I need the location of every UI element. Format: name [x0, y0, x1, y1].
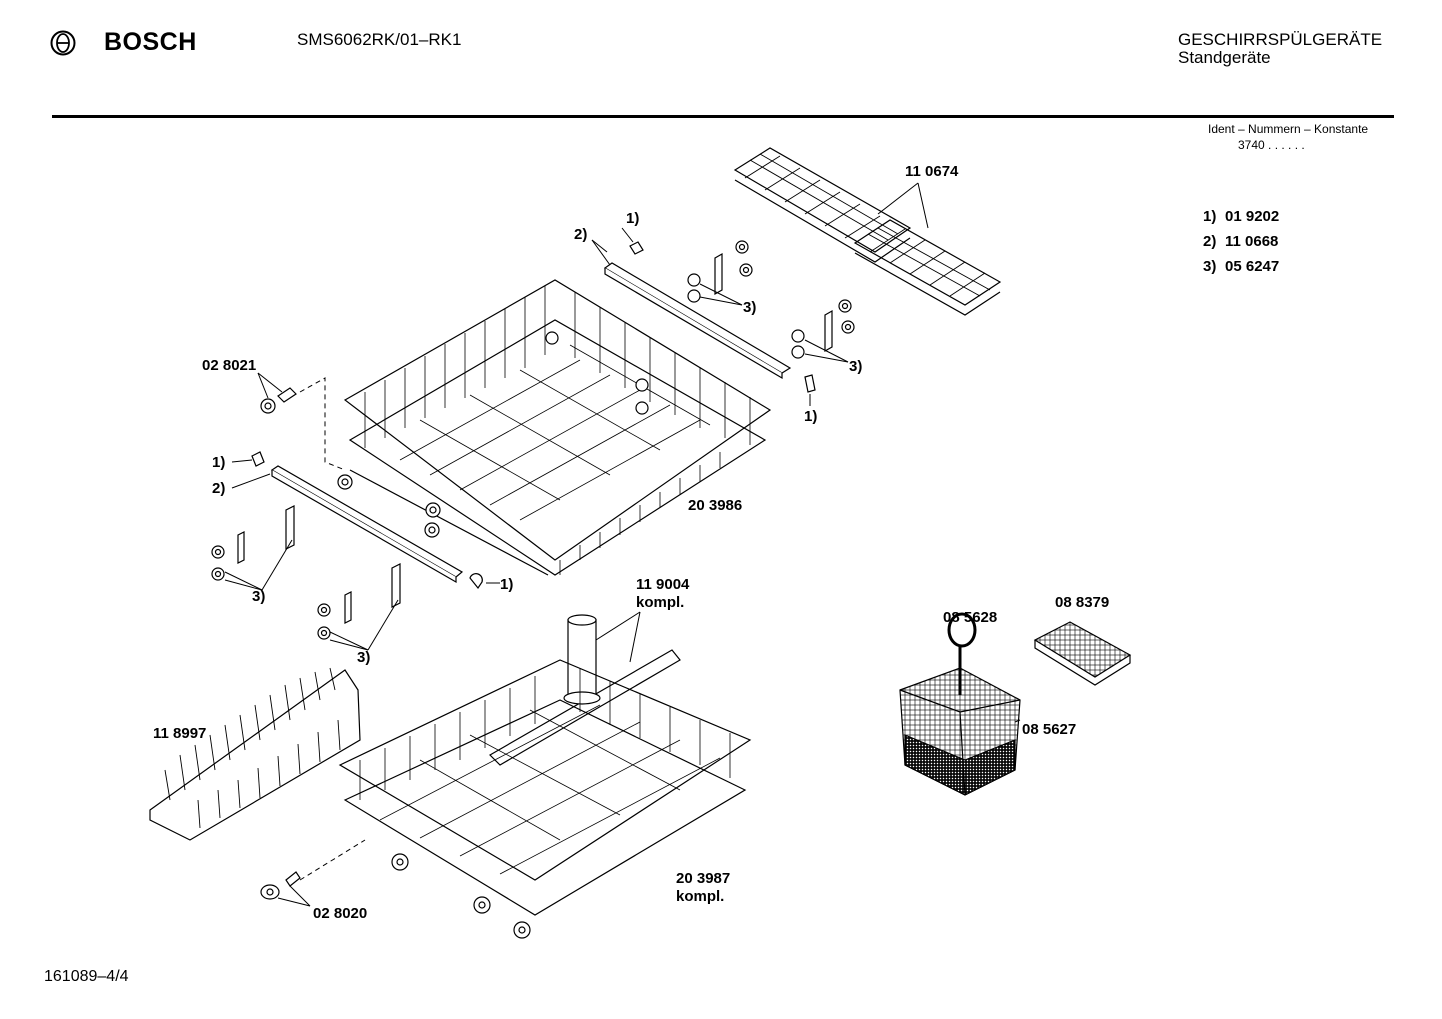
plate-rack-insert: [149, 667, 361, 841]
callout-2-top: 2): [574, 226, 588, 243]
cutlery-rack-upper-part: [733, 147, 912, 263]
rail-left: [270, 465, 464, 584]
category-title: GESCHIRRSPÜLGERÄTE: [1178, 30, 1383, 49]
label-088379: 08 8379: [1055, 594, 1110, 611]
label-085627: 08 5627: [1022, 721, 1077, 738]
callout-1-left: 1): [212, 454, 226, 471]
cutlery-rack-lower-part: [853, 219, 1002, 316]
label-118997: 11 8997: [153, 725, 207, 742]
doc-id: 161089–4/4: [44, 968, 129, 985]
legend-value-2: 11 0668: [1225, 233, 1279, 250]
callout-1-bottom: 1): [500, 576, 514, 593]
stop-1-left: [251, 451, 265, 467]
cutlery-basket-lid: [1033, 621, 1132, 686]
label-028021: 02 8021: [202, 357, 257, 374]
legend-value-3: 05 6247: [1225, 258, 1280, 275]
label-110674: 11 0674: [905, 163, 959, 180]
callout-3-a: 3): [743, 299, 757, 316]
bracket-set-b: [791, 299, 855, 359]
legend-key-3: 3): [1203, 258, 1217, 275]
callout-3-b: 3): [849, 358, 863, 375]
callout-1-right: 1): [804, 408, 818, 425]
bosch-logo-icon: [50, 30, 76, 61]
stop-1-top: [629, 241, 644, 255]
wheel-028020: [260, 871, 301, 900]
legend-key-2: 2): [1203, 233, 1217, 250]
legend-value-1: 01 9202: [1225, 208, 1280, 225]
upper-basket-wheels: [337, 331, 649, 538]
legend-key-1: 1): [1203, 208, 1217, 225]
bracket-set-a: [687, 240, 753, 303]
bracket-set-d: [317, 563, 401, 640]
bracket-set-c: [211, 505, 295, 581]
wheel-028021: [260, 387, 297, 414]
callout-3-left-a: 3): [252, 588, 266, 605]
label-203987-kompl: kompl.: [676, 888, 725, 905]
callout-3-left-b: 3): [357, 649, 371, 666]
header-rule: [52, 115, 1394, 118]
cutlery-basket: [899, 612, 1021, 796]
label-119004: 11 9004: [636, 576, 690, 593]
label-119004-kompl: kompl.: [636, 594, 685, 611]
ident-value: 3740 . . . . . .: [1238, 138, 1305, 152]
callout-2-left: 2): [212, 480, 226, 497]
label-028020: 02 8020: [313, 905, 368, 922]
stop-1-bottom: [469, 573, 483, 590]
label-203986: 20 3986: [688, 497, 743, 514]
model-number: SMS6062RK/01–RK1: [297, 30, 462, 49]
spray-arm: [489, 614, 681, 766]
label-203987: 20 3987: [676, 870, 731, 887]
brand-name: BOSCH: [104, 28, 197, 56]
subcategory-title: Standgeräte: [1178, 48, 1271, 67]
upper-basket: [343, 279, 772, 576]
lower-basket: [338, 659, 752, 916]
stop-1-right: [804, 374, 816, 393]
lower-basket-wheels: [391, 853, 531, 939]
ident-label: Ident – Nummern – Konstante: [1208, 122, 1369, 136]
label-085628: 08 5628: [943, 609, 998, 626]
callout-1-top: 1): [626, 210, 640, 227]
